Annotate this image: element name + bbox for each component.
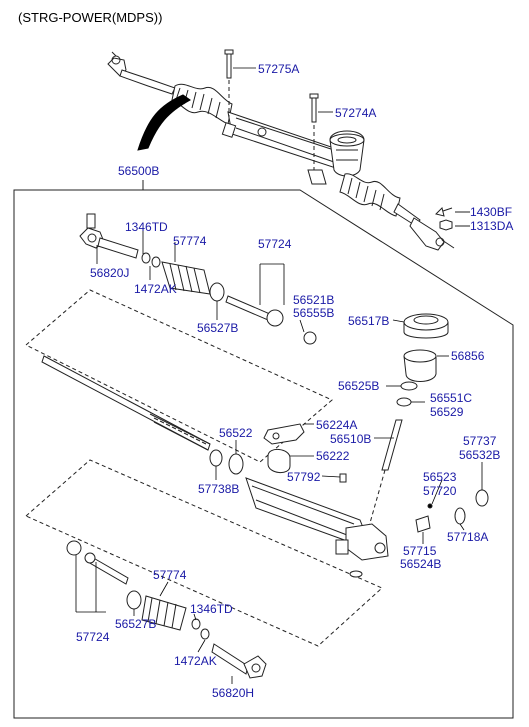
label-56525b: 56525B (338, 379, 380, 393)
clamp-bracket (263, 423, 305, 445)
label-56529: 56529 (430, 405, 464, 419)
plug-57737 (475, 489, 489, 507)
label-56820h: 56820H (212, 686, 255, 700)
label-56523: 56523 (423, 470, 457, 484)
assembled-steering-gear (107, 49, 455, 251)
mount-bushing (267, 449, 291, 473)
label-57738b: 57738B (198, 482, 240, 496)
exploded-view-frame (13, 189, 514, 719)
label-57724-top: 57724 (258, 237, 292, 251)
label-57718a: 57718A (447, 530, 489, 544)
mount-cap (403, 313, 449, 382)
snap-ring-56525b (400, 381, 418, 391)
nut-1346td-top (141, 252, 151, 264)
label-56555b: 56555B (293, 306, 335, 320)
label-56510b: 56510B (330, 432, 372, 446)
label-1472ak-bot: 1472AK (174, 654, 217, 668)
label-56532b: 56532B (459, 448, 501, 462)
seal-56551c (396, 397, 412, 407)
plug-57792 (339, 473, 347, 483)
inner-ball-joint-top (225, 295, 284, 327)
label-56856: 56856 (451, 349, 485, 363)
label-56527b-bot: 56527B (115, 617, 157, 631)
label-56527b-top: 56527B (197, 321, 239, 335)
label-56820j: 56820J (90, 266, 130, 280)
rack-bushing (228, 453, 244, 475)
tie-rod-end-left (79, 213, 139, 259)
label-56524b: 56524B (400, 557, 442, 571)
label-56222: 56222 (316, 449, 350, 463)
label-1346td-top: 1346TD (125, 220, 168, 234)
label-57715: 57715 (403, 544, 437, 558)
label-56522: 56522 (219, 426, 253, 440)
yoke-57715 (415, 515, 431, 533)
bearing (209, 449, 223, 467)
label-56224a: 56224A (316, 418, 358, 432)
label-1313da: 1313DA (470, 219, 514, 233)
boot-57774-bot (141, 595, 187, 631)
tie-rod-end-right (211, 643, 267, 679)
label-57720: 57720 (423, 484, 457, 498)
label-56500b: 56500B (118, 164, 160, 178)
direction-arrow (137, 94, 191, 151)
ring-57718a (454, 507, 466, 525)
label-57737: 57737 (463, 434, 497, 448)
rack-frame-upper (25, 289, 333, 463)
label-57724-bot: 57724 (76, 630, 110, 644)
clamp-56527b-top (209, 282, 225, 302)
label-57774-bot: 57774 (153, 568, 187, 582)
label-56517b: 56517B (348, 314, 390, 328)
bushing-56521b (303, 331, 317, 345)
diagram-title: (STRG-POWER(MDPS)) (18, 10, 163, 25)
label-1472ak-top: 1472AK (134, 282, 177, 296)
clamp-56527b-bot (126, 590, 142, 610)
label-56521b: 56521B (293, 293, 335, 307)
gear-housing (245, 477, 389, 561)
label-56551c: 56551C (430, 391, 473, 405)
label-57792: 57792 (287, 470, 321, 484)
label-1346td-bot: 1346TD (190, 602, 233, 616)
label-57774-top: 57774 (173, 234, 207, 248)
pinion-shaft (381, 419, 403, 471)
label-1430bf: 1430BF (470, 205, 513, 219)
rack-bar (41, 355, 211, 451)
label-57275a: 57275A (258, 62, 300, 76)
inner-ball-bot (66, 540, 82, 556)
label-57274a: 57274A (335, 106, 377, 120)
rack-frame-lower (25, 459, 383, 647)
nut-1313da-shape (439, 219, 453, 231)
washer-1472ak-top (151, 256, 161, 268)
